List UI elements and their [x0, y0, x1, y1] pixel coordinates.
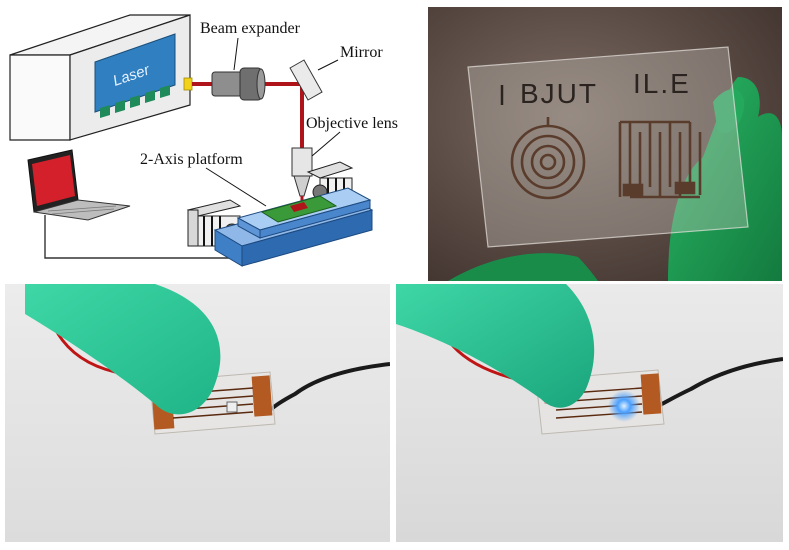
device-photo-led-on	[396, 284, 783, 542]
film-text-ile: IL.E	[633, 68, 691, 99]
led-off	[226, 401, 238, 413]
objective-lens	[291, 147, 313, 210]
transparent-film	[467, 46, 749, 248]
two-axis-platform	[213, 187, 374, 267]
label-mirror: Mirror	[340, 44, 383, 61]
patterned-film-photo: BJUT IL.E	[428, 7, 782, 281]
laser-setup-diagram: Laser	[0, 0, 420, 272]
interdigitated-electrode	[618, 120, 702, 199]
spiral-electrode	[510, 117, 586, 200]
laser-source: Laser	[9, 14, 193, 141]
mirror	[289, 59, 323, 101]
label-platform: 2-Axis platform	[140, 151, 243, 168]
device-photo-led-off	[5, 284, 390, 542]
beam-expander	[211, 67, 266, 101]
laptop	[27, 149, 131, 221]
gloved-hand	[448, 77, 782, 281]
led-on	[608, 390, 640, 422]
film-text-bjut: BJUT	[520, 78, 598, 109]
laser-beam	[192, 82, 304, 148]
gloved-finger	[396, 284, 595, 408]
gloved-finger	[25, 284, 221, 415]
label-beam-expander: Beam expander	[200, 20, 301, 37]
label-objective-lens: Objective lens	[306, 115, 398, 132]
